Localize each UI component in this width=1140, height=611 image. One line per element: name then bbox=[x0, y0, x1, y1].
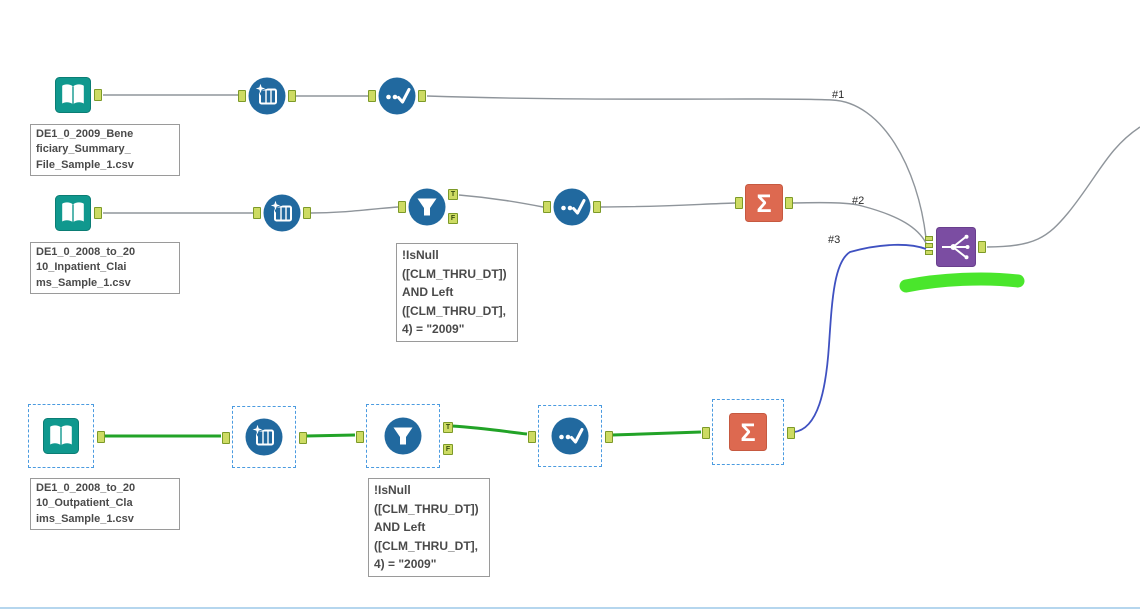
input-anchor[interactable] bbox=[398, 201, 406, 213]
input-anchor[interactable] bbox=[528, 431, 536, 443]
output-anchor[interactable] bbox=[785, 197, 793, 209]
wire-select3-summarize3[interactable] bbox=[611, 430, 702, 437]
connection-label-3: #3 bbox=[828, 234, 841, 246]
input-anchor[interactable] bbox=[238, 90, 246, 102]
wire-filter3T-select3[interactable] bbox=[451, 424, 528, 436]
union-branch-icon bbox=[936, 227, 976, 267]
filter-icon bbox=[408, 188, 446, 226]
output-anchor[interactable] bbox=[978, 241, 986, 253]
wire-select2-summarize2[interactable] bbox=[600, 202, 736, 208]
output-anchor[interactable] bbox=[97, 431, 105, 443]
filter-annotation-inpatient[interactable]: !IsNull ([CLM_THRU_DT]) AND Left ([CLM_T… bbox=[396, 243, 518, 342]
union-input-anchor[interactable] bbox=[925, 236, 933, 255]
filter-true-anchor[interactable]: T bbox=[448, 189, 458, 200]
select-icon bbox=[378, 77, 416, 115]
tool-input-data-beneficiary[interactable] bbox=[55, 77, 102, 113]
tool-union[interactable] bbox=[925, 227, 986, 267]
tool-caption-input-outpatient[interactable]: DE1_0_2008_to_20 10_Outpatient_Cla ims_S… bbox=[30, 478, 180, 531]
filter-false-anchor[interactable]: F bbox=[448, 213, 458, 224]
filter-false-anchor[interactable]: F bbox=[443, 444, 453, 455]
filter-true-anchor[interactable]: T bbox=[443, 422, 453, 433]
tool-caption-input-inpatient[interactable]: DE1_0_2008_to_20 10_Inpatient_Clai ms_Sa… bbox=[30, 242, 180, 295]
tool-select-2[interactable] bbox=[543, 188, 601, 226]
wire-summarize2-union-2[interactable] bbox=[792, 201, 927, 244]
output-anchor[interactable] bbox=[94, 89, 102, 101]
canvas-bottom-edge bbox=[0, 607, 1140, 609]
output-anchor[interactable] bbox=[303, 207, 311, 219]
tool-input-data-outpatient[interactable] bbox=[28, 404, 105, 468]
input-data-icon bbox=[55, 77, 91, 113]
wire-cleanse2-filter2[interactable] bbox=[310, 206, 399, 214]
filter-annotation-outpatient[interactable]: !IsNull ([CLM_THRU_DT]) AND Left ([CLM_T… bbox=[368, 478, 490, 577]
tool-caption-input-beneficiary[interactable]: DE1_0_2009_Bene ficiary_Summary_ File_Sa… bbox=[30, 124, 180, 177]
green-marker-highlight bbox=[899, 272, 1025, 293]
tool-data-cleansing-3[interactable] bbox=[222, 406, 307, 468]
tool-filter-inpatient[interactable]: T F bbox=[398, 188, 458, 226]
input-anchor[interactable] bbox=[543, 201, 551, 213]
tool-data-cleansing-1[interactable] bbox=[238, 77, 296, 115]
input-anchor[interactable] bbox=[702, 427, 710, 439]
summarize-sigma-icon bbox=[729, 413, 767, 451]
output-anchor[interactable] bbox=[418, 90, 426, 102]
tool-select-1[interactable] bbox=[368, 77, 426, 115]
tool-summarize-outpatient[interactable] bbox=[702, 399, 795, 465]
tool-data-cleansing-2[interactable] bbox=[253, 194, 311, 232]
tool-input-data-inpatient[interactable] bbox=[55, 195, 102, 231]
input-data-icon bbox=[55, 195, 91, 231]
input-anchor[interactable] bbox=[253, 207, 261, 219]
select-icon bbox=[551, 417, 589, 455]
wire-union-output[interactable] bbox=[986, 126, 1140, 248]
tool-filter-outpatient[interactable]: T F bbox=[356, 404, 453, 468]
tool-summarize-inpatient[interactable] bbox=[735, 184, 793, 222]
union-input-anchor-slot[interactable] bbox=[925, 243, 933, 248]
output-anchor[interactable] bbox=[299, 432, 307, 444]
output-anchor[interactable] bbox=[787, 427, 795, 439]
output-anchor[interactable] bbox=[605, 431, 613, 443]
union-input-anchor-slot[interactable] bbox=[925, 236, 933, 241]
output-anchor[interactable] bbox=[593, 201, 601, 213]
union-input-anchor-slot[interactable] bbox=[925, 250, 933, 255]
summarize-sigma-icon bbox=[745, 184, 783, 222]
input-anchor[interactable] bbox=[222, 432, 230, 444]
filter-icon bbox=[384, 417, 422, 455]
input-anchor[interactable] bbox=[356, 431, 364, 443]
tool-select-3[interactable] bbox=[528, 405, 613, 467]
connection-label-1: #1 bbox=[832, 89, 845, 101]
data-cleansing-icon bbox=[248, 77, 286, 115]
data-cleansing-icon bbox=[263, 194, 301, 232]
data-cleansing-icon bbox=[245, 418, 283, 456]
input-anchor[interactable] bbox=[368, 90, 376, 102]
output-anchor[interactable] bbox=[288, 90, 296, 102]
wire-summarize3-union-3[interactable] bbox=[793, 243, 927, 433]
input-data-icon bbox=[43, 418, 79, 454]
connection-label-2: #2 bbox=[852, 195, 865, 207]
input-anchor[interactable] bbox=[735, 197, 743, 209]
output-anchor[interactable] bbox=[94, 207, 102, 219]
select-icon bbox=[553, 188, 591, 226]
wire-cleanse3-filter3[interactable] bbox=[305, 433, 356, 438]
wire-select1-union-1[interactable] bbox=[426, 95, 927, 239]
wire-filter2T-select2[interactable] bbox=[458, 194, 544, 208]
